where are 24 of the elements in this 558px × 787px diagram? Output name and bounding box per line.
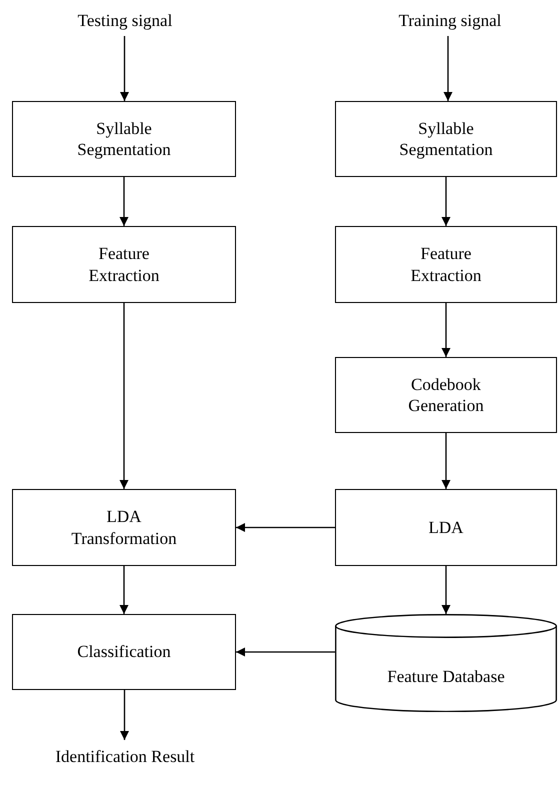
database-cylinder: Feature Database	[335, 614, 557, 712]
process-box: Codebook Generation	[335, 357, 557, 433]
process-box: LDA Transformation	[12, 489, 236, 566]
arrow	[442, 433, 450, 489]
arrow	[236, 523, 335, 532]
arrow	[120, 36, 129, 101]
arrow	[120, 566, 128, 614]
process-box: Classification	[12, 614, 236, 690]
arrow	[442, 303, 450, 357]
signal-label: Identification Result	[30, 740, 220, 774]
process-box: Feature Extraction	[335, 226, 557, 303]
arrow	[120, 690, 129, 740]
arrow	[120, 303, 128, 489]
arrow	[120, 177, 128, 226]
process-box: LDA	[335, 489, 557, 566]
process-box: Syllable Segmentation	[12, 101, 236, 177]
arrow	[442, 566, 450, 614]
signal-label: Testing signal	[50, 6, 200, 36]
process-box: Syllable Segmentation	[335, 101, 557, 177]
arrow	[442, 177, 450, 226]
process-box: Feature Extraction	[12, 226, 236, 303]
arrow	[444, 36, 452, 101]
signal-label: Training signal	[370, 6, 530, 36]
arrow	[236, 648, 335, 656]
